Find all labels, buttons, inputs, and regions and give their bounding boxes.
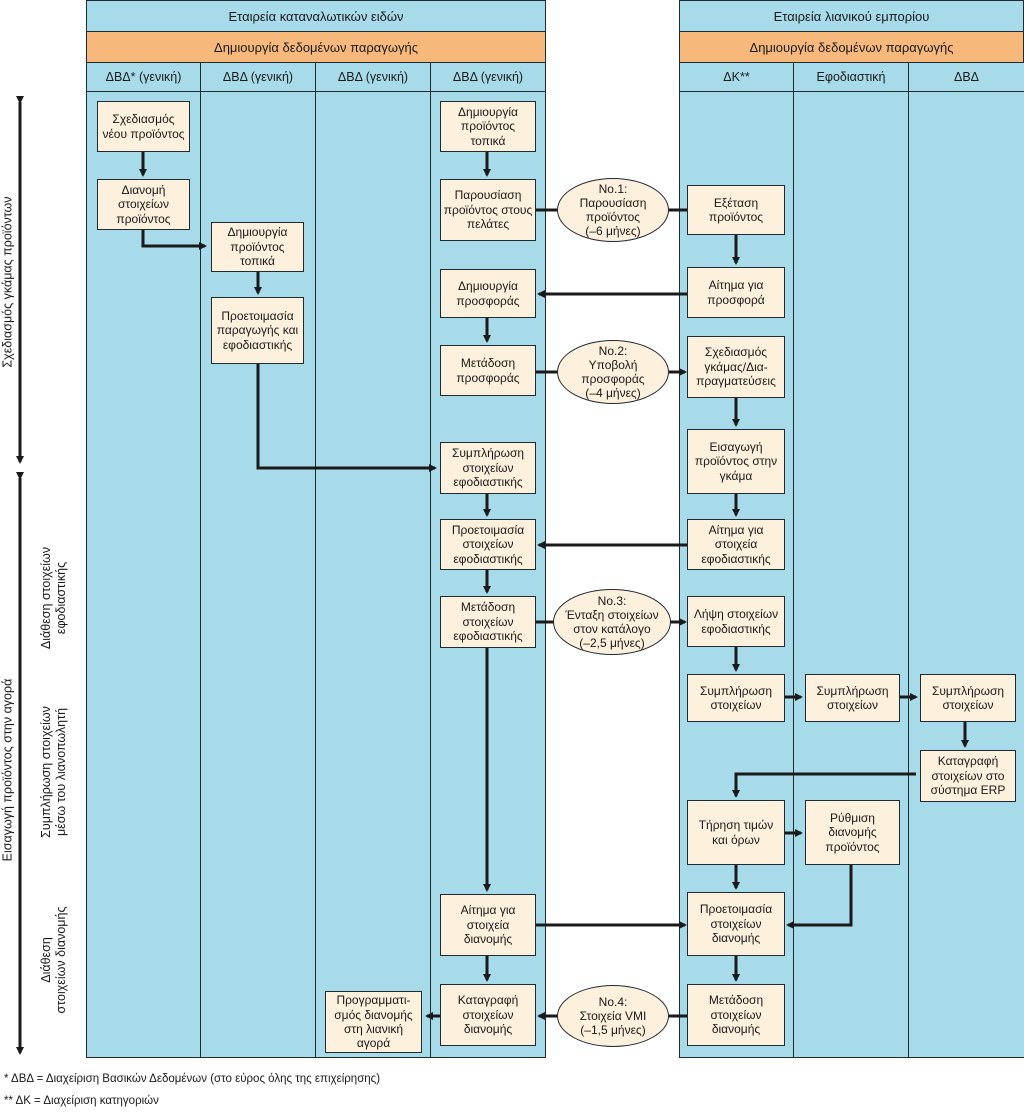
milestone-line: No.3: [597, 593, 627, 608]
milestone-line: No.2: [598, 343, 628, 358]
process-box-data-completion-logistics: Συμπλήρωση στοιχείων [805, 674, 900, 722]
connector [256, 364, 437, 472]
col-divider [430, 62, 431, 1058]
milestone-line: No.4: [598, 994, 628, 1009]
col-divider [908, 62, 909, 1058]
milestone-line: προσφοράς [581, 372, 645, 386]
retailer-subheader: Δημιουργία δεδομένων παραγωγής [679, 31, 1024, 63]
process-box-product-data-distribution: Διανομή στοιχείων προϊόντος [97, 179, 190, 230]
milestone-2-offer-submission: No.2: Υποβολή προσφοράς (–4 μήνες) [557, 340, 669, 404]
milestone-line: προϊόντος [585, 210, 641, 224]
manufacturer-header: Εταιρεία καταναλωτικών ειδών [86, 0, 546, 32]
retailer-header: Εταιρεία λιανικού εμπορίου [679, 0, 1024, 32]
milestone-3-catalog-listing: No.3: Ένταξη στοιχείων στον κατάλογο (–2… [553, 589, 671, 655]
process-box-distribution-data-prep: Προετοιμασία στοιχείων διανομής [687, 892, 785, 956]
process-box-assortment-negotiation: Σχεδιασμός γκάμας/Δια-πραγματεύσεις [687, 336, 785, 398]
process-box-retail-distribution-planning: Προγραμματι-σμός διανομής στη λιανική αγ… [325, 991, 422, 1053]
process-box-logistics-data-completion: Συμπλήρωση στοιχείων εφοδιαστικής [440, 442, 536, 494]
process-box-distribution-data-transmission: Μετάδοση στοιχείων διανομής [687, 984, 785, 1046]
process-box-distribution-data-request: Αίτημα για στοιχεία διανομής [440, 894, 536, 956]
column-header-3: ΔΒΔ (γενική) [315, 62, 431, 92]
process-box-erp-recording: Καταγραφή στοιχείων στο σύστημα ERP [920, 750, 1016, 802]
process-box-product-presentation: Παρουσίαση προϊόντος στους πελάτες [440, 179, 536, 241]
milestone-line: (–6 μήνες) [585, 224, 641, 239]
column-header-1: ΔΒΔ* (γενική) [86, 62, 201, 92]
milestone-line: στον κατάλογο [573, 622, 651, 636]
milestone-line: Παρουσίαση [579, 195, 647, 210]
milestone-line: Στοιχεία VMI [579, 1008, 647, 1023]
process-box-distribution-setup: Ρύθμιση διανομής προϊόντος [805, 800, 900, 865]
process-box-offer-request: Αίτημα για προσφορά [687, 267, 785, 318]
process-box-logistics-data-request: Αίτημα για στοιχεία εφοδιαστικής [687, 519, 785, 570]
process-box-prices-terms: Τήρηση τιμών και όρων [687, 800, 785, 865]
connector [732, 772, 916, 798]
milestone-line: (–4 μήνες) [585, 386, 641, 401]
process-box-local-product-creation-2: Δημιουργία προϊόντος τοπικά [440, 101, 536, 152]
footnote-mdm: * ΔΒΔ = Διαχείριση Βασικών Δεδομένων (στ… [4, 1073, 381, 1085]
process-box-data-completion-mdm: Συμπλήρωση στοιχείων [920, 674, 1016, 722]
col-divider [793, 62, 794, 1058]
col-divider [200, 62, 201, 1058]
milestone-line: No.1: [598, 181, 628, 196]
footnote-category-management: ** ΔΚ = Διαχείριση κατηγοριών [4, 1095, 159, 1107]
column-header-4: ΔΒΔ (γενική) [430, 62, 546, 92]
milestone-line: Ένταξη στοιχείων [565, 607, 659, 622]
process-box-offer-transmission: Μετάδοση προσφοράς [440, 345, 536, 396]
column-header-7: ΔΒΔ [908, 62, 1024, 92]
process-box-production-logistics-prep: Προετοιμασία παραγωγής και εφοδιαστικής [211, 297, 304, 364]
process-box-logistics-data-transmission: Μετάδοση στοιχείων εφοδιαστικής [440, 596, 536, 648]
process-box-logistics-data-receipt: Λήψη στοιχείων εφοδιαστικής [687, 596, 785, 647]
column-header-2: ΔΒΔ (γενική) [200, 62, 316, 92]
column-header-5: ΔΚ** [679, 62, 794, 92]
process-box-data-completion-cm: Συμπλήρωση στοιχείων [687, 674, 785, 722]
column-header-6: Εφοδιαστική [793, 62, 909, 92]
lane-bottom-border-left [86, 1057, 546, 1058]
process-box-offer-creation: Δημιουργία προσφοράς [440, 269, 536, 318]
connector [786, 865, 853, 929]
col-divider [315, 62, 316, 1058]
process-box-new-product-design: Σχεδιασμός νέου προϊόντος [97, 101, 190, 152]
milestone-line: (–2,5 μήνες) [579, 636, 645, 651]
process-box-distribution-data-recording: Καταγραφή στοιχείων διανομής [440, 984, 536, 1046]
lane-bottom-border-right [679, 1057, 1024, 1058]
milestone-line: (–1,5 μήνες) [580, 1023, 646, 1038]
milestone-1-presentation: No.1: Παρουσίαση προϊόντος (–6 μήνες) [557, 178, 669, 242]
process-box-local-product-creation: Δημιουργία προϊόντος τοπικά [211, 222, 304, 272]
manufacturer-subheader: Δημιουργία δεδομένων παραγωγής [86, 31, 546, 63]
process-box-logistics-data-prep: Προετοιμασία στοιχείων εφοδιαστικής [440, 519, 536, 570]
process-box-product-review: Εξέταση προϊόντος [687, 185, 785, 235]
process-box-assortment-introduction: Εισαγωγή προϊόντος στην γκάμα [687, 429, 785, 494]
milestone-line: Υποβολή [588, 357, 638, 372]
milestone-4-vmi-data: No.4: Στοιχεία VMI (–1,5 μήνες) [557, 985, 669, 1047]
connector [141, 230, 207, 250]
